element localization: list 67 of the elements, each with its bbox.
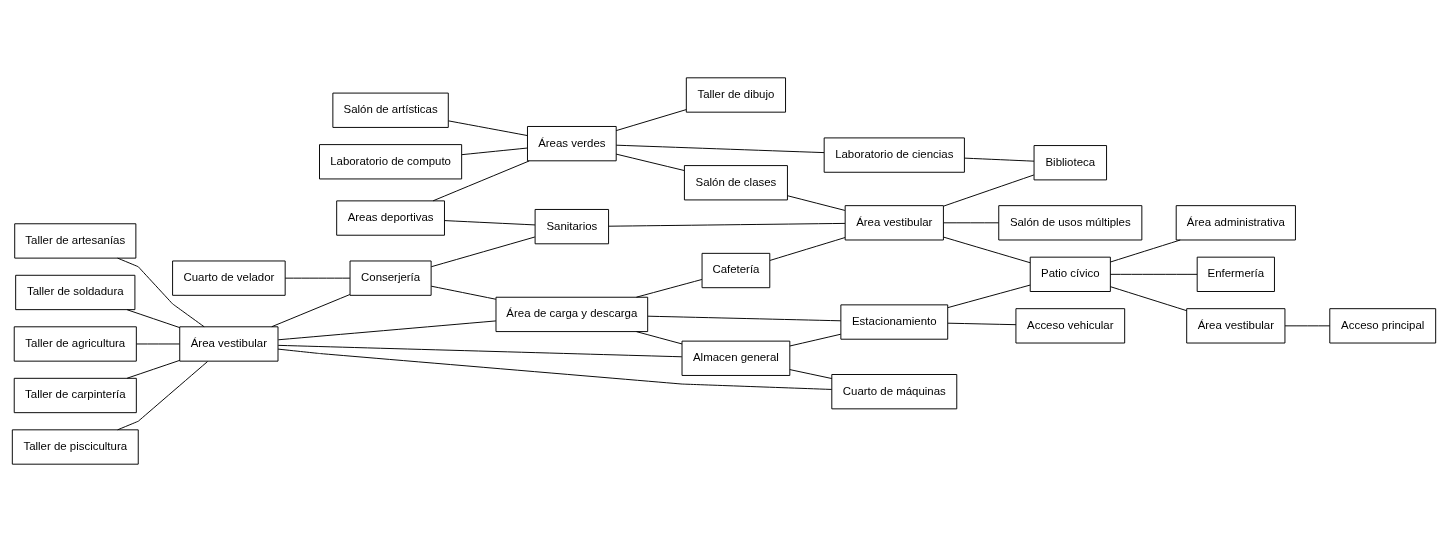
node-box: Taller de soldadura (15, 274, 136, 311)
connector (635, 279, 703, 298)
connector (444, 220, 536, 226)
connector (136, 343, 180, 345)
connector (635, 331, 683, 345)
node-box: Cuarto de velador (172, 260, 286, 296)
node-box: Areas deportivas (336, 200, 445, 236)
node-box: Taller de dibujo (685, 77, 786, 113)
connector (943, 222, 1000, 224)
connector (284, 277, 351, 279)
connector (947, 322, 1017, 326)
connector (277, 348, 833, 390)
connector (615, 144, 825, 154)
connector (1109, 273, 1198, 275)
connector (943, 236, 1031, 264)
connector (787, 195, 846, 211)
connector (117, 257, 205, 328)
node-box: Áreas verdes (527, 126, 617, 162)
connector (1109, 239, 1181, 263)
node-box: Estacionamiento (840, 304, 949, 340)
connector (430, 285, 497, 300)
connector (789, 369, 833, 379)
connector (1109, 286, 1188, 312)
node-box: Almacen general (681, 340, 791, 376)
connector (608, 222, 846, 227)
node-box: Área vestibular (179, 326, 279, 362)
connector (448, 120, 528, 137)
node-box: Laboratorio de ciencias (823, 137, 965, 173)
connector (647, 315, 842, 322)
node-box: Enfermería (1196, 256, 1275, 292)
connector (615, 109, 687, 132)
connector (615, 153, 685, 171)
connector (430, 236, 536, 268)
node-box: Sanitarios (534, 209, 610, 245)
connector (769, 237, 846, 261)
connector (126, 309, 181, 329)
node-box: Taller de artesanías (14, 223, 137, 259)
node-box: Acceso principal (1329, 308, 1437, 344)
node-box: Patio cívico (1029, 256, 1111, 292)
connector (461, 147, 528, 156)
node-box: Área administrativa (1175, 205, 1296, 241)
node-box: Área vestibular (844, 205, 944, 241)
node-box: Acceso vehicular (1015, 308, 1126, 344)
node-box: Conserjería (349, 260, 432, 296)
node-box: Salón de usos múltiples (998, 205, 1143, 241)
node-box: Laboratorio de computo (319, 144, 463, 180)
node-box: Cuarto de máquinas (831, 374, 958, 410)
node-box: Taller de agricultura (13, 326, 137, 362)
connector (271, 294, 351, 328)
node-box: Taller de carpintería (13, 377, 137, 414)
node-box: Salón de artísticas (332, 92, 449, 128)
node-box: Área vestibular (1186, 308, 1286, 344)
connector (432, 160, 530, 202)
connector (1284, 325, 1331, 327)
connector (943, 174, 1035, 207)
node-box: Salón de clases (683, 165, 788, 201)
node-box: Biblioteca (1033, 145, 1108, 181)
connector (277, 320, 497, 341)
node-box: Taller de piscicultura (11, 429, 139, 465)
connector (964, 157, 1035, 162)
connector (789, 333, 842, 347)
node-box: Cafetería (701, 252, 771, 289)
connector (117, 361, 209, 431)
connector (947, 284, 1031, 309)
node-box: Área de carga y descarga (495, 296, 649, 333)
connector (126, 359, 181, 379)
connector (277, 344, 683, 358)
